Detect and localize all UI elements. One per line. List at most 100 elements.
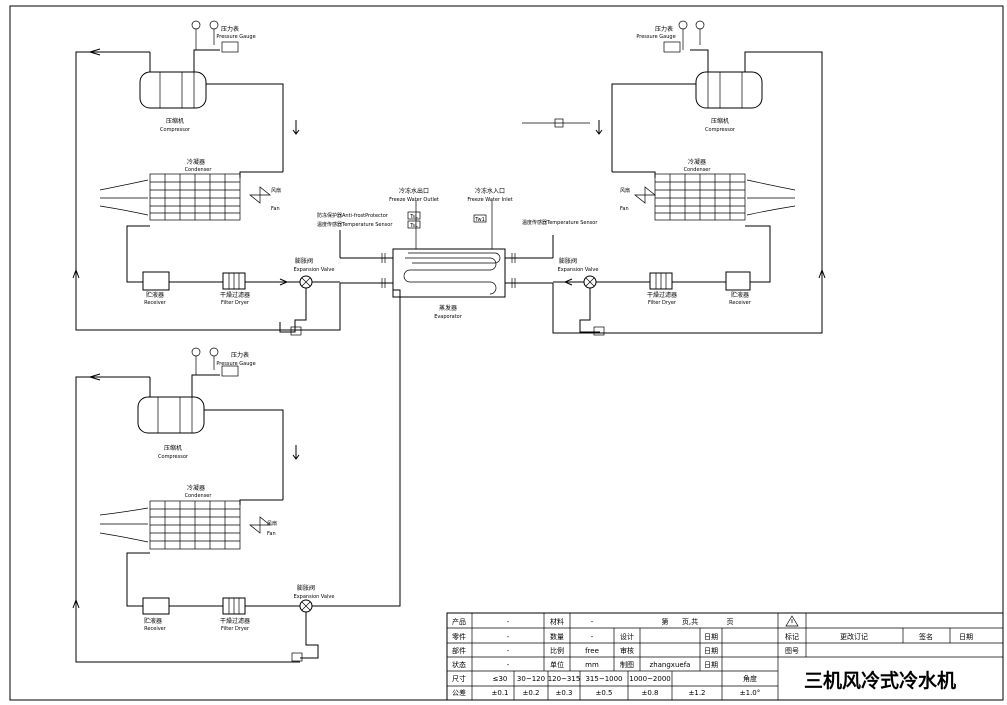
- tl-compressor-en: Compressor: [160, 127, 191, 133]
- tolerance-cell: ≤30: [493, 675, 508, 683]
- tolerance-cell: 公差: [452, 688, 466, 697]
- title-block-cell: 日期: [704, 647, 718, 655]
- tolerance-cell: 315~1000: [585, 675, 622, 683]
- tl-expansion-valve-en: Expansion Valve: [294, 267, 335, 273]
- bl-gauge-block: [221, 365, 239, 377]
- tr-expansion-valve-cn: 膨胀阀: [559, 257, 577, 265]
- rev-doc: 图号: [785, 647, 799, 655]
- unit-bottom-left: 压力表 Pressure Gauge 压缩机 Compressor 冷凝器 Co…: [72, 289, 401, 663]
- title-block-cell: 日期: [704, 661, 718, 669]
- tl-pressure-gauge-cn: 压力表: [221, 25, 239, 33]
- title-block-cell: 产品: [452, 617, 466, 626]
- bl-outer-pipe: [75, 376, 300, 663]
- tl-receiver-en: Receiver: [144, 300, 167, 306]
- tl-arrow-up: [72, 269, 80, 279]
- tr-pressure-gauge-cn: 压力表: [655, 25, 673, 33]
- evaporator-coil: [403, 257, 497, 295]
- tr-gauge-block: [663, 41, 681, 53]
- antifrost-label: 防冻保护器Anti-frostProtector: [317, 212, 389, 219]
- evaporator-body: [392, 248, 506, 298]
- bl-condenser-en: Condenser: [185, 493, 213, 499]
- tolerance-cell: ±0.2: [523, 689, 540, 697]
- title-block-cell: 制图: [620, 660, 634, 669]
- tr-receiver-en: Receiver: [729, 300, 752, 306]
- water-inlet-en: Freeze Water Inlet: [467, 197, 512, 203]
- tl-fan-cn: 风扇: [271, 187, 281, 194]
- bl-receiver-en: Receiver: [144, 626, 167, 632]
- tl-expansion-valve-cn: 膨胀阀: [295, 257, 313, 265]
- bl-pressure-gauge-en: Pressure Gauge: [216, 361, 255, 367]
- title-block-cell: -: [507, 647, 510, 655]
- water-outlet-en: Freeze Water Outlet: [389, 197, 439, 203]
- tr-pressure-gauge-en: Pressure Gauge: [636, 34, 675, 40]
- tl-outer-pipe: [75, 51, 341, 331]
- bl-compressor-cn: 压缩机: [164, 444, 182, 452]
- bl-airflow-arrows: [99, 507, 149, 543]
- evaporator-cn: 蒸发器: [439, 304, 457, 312]
- tl-pressure-gauge-en: Pressure Gauge: [216, 34, 255, 40]
- tolerance-cell: 1000~2000: [629, 675, 671, 683]
- rev-date: 日期: [959, 633, 973, 641]
- bl-condenser-coil: [149, 500, 241, 550]
- tr-gauge-icon: [678, 20, 688, 30]
- title-block-cell: -: [591, 618, 594, 626]
- bl-filter-dryer-en: Filter Dryer: [221, 626, 250, 632]
- tl-compressor-cn: 压缩机: [166, 117, 184, 125]
- tolerance-cell: 尺寸: [452, 674, 466, 683]
- tolerance-cell: ±0.1: [492, 689, 509, 697]
- tr-fan-icon: [634, 186, 656, 204]
- bl-receiver-cn: 贮液器: [144, 617, 162, 625]
- tl-arrow-left: [88, 48, 101, 56]
- tl-receiver-cn: 贮液器: [146, 291, 164, 299]
- title-block-cell: 零件: [452, 632, 466, 641]
- tolerance-cell: 120~315: [548, 675, 581, 683]
- bl-compressor-en: Compressor: [158, 454, 189, 460]
- title-block-cell: 页,共: [682, 617, 698, 626]
- title-block-cell: 比例: [550, 646, 564, 655]
- tl-gauge-icon: [191, 20, 201, 30]
- title-block-cell: 材料: [550, 617, 564, 626]
- title-block-cell: 页: [727, 618, 734, 626]
- bl-expansion-valve-en: Expansion Valve: [294, 594, 335, 600]
- title-block-cell: 数量: [550, 632, 564, 641]
- title-block-cell: free: [585, 647, 599, 655]
- bl-expansion-valve-cn: 膨胀阀: [297, 584, 315, 592]
- title-block-cell: -: [507, 661, 510, 669]
- inlet-sensor-tag: [473, 214, 487, 223]
- tr-receiver: [725, 271, 751, 291]
- tr-gauge-icon: [695, 20, 705, 30]
- tag-tw1: Tw1: [474, 217, 485, 223]
- warning-triangle-icon: [785, 615, 799, 627]
- tag-tsl-2: TsL: [409, 223, 418, 229]
- tl-receiver: [142, 271, 170, 291]
- tr-airflow-arrows: [746, 179, 796, 216]
- tr-fan-en: Fan: [620, 206, 629, 212]
- title-block-cell: -: [507, 633, 510, 641]
- bl-fan-cn: 风扇: [267, 520, 277, 527]
- title-block-cell: 设计: [620, 632, 634, 641]
- tr-condenser-en: Condenser: [684, 167, 712, 173]
- title-block-cell: 部件: [452, 646, 466, 655]
- tl-condenser-coil: [149, 173, 241, 221]
- tolerance-cell: 30~120: [517, 675, 545, 683]
- tr-expansion-valve-en: Expansion Valve: [558, 267, 599, 273]
- tolerance-cell: ±0.3: [556, 689, 573, 697]
- drawing-border: [9, 5, 1004, 701]
- temp-sensor-tag: [407, 220, 421, 229]
- rev-mark: 标记: [785, 632, 799, 641]
- rev-sign: 签名: [919, 632, 933, 641]
- tr-filter-dryer-cn: 干燥过滤器: [647, 291, 677, 299]
- bl-condenser-cn: 冷凝器: [187, 484, 205, 492]
- tolerance-cell: ±0.5: [596, 689, 613, 697]
- tl-compressor: [139, 71, 207, 109]
- title-block-cell: 单位: [550, 660, 564, 669]
- drawing-title: 三机风冷式冷水机: [804, 669, 956, 692]
- tr-compressor: [695, 71, 763, 109]
- tl-gauge-block: [221, 41, 239, 53]
- tl-condenser-en: Condenser: [185, 167, 213, 173]
- bl-gauge-icon: [191, 347, 201, 357]
- tag-tsl-1: TsL: [409, 214, 418, 220]
- tolerance-cell: ±1.0°: [740, 689, 761, 697]
